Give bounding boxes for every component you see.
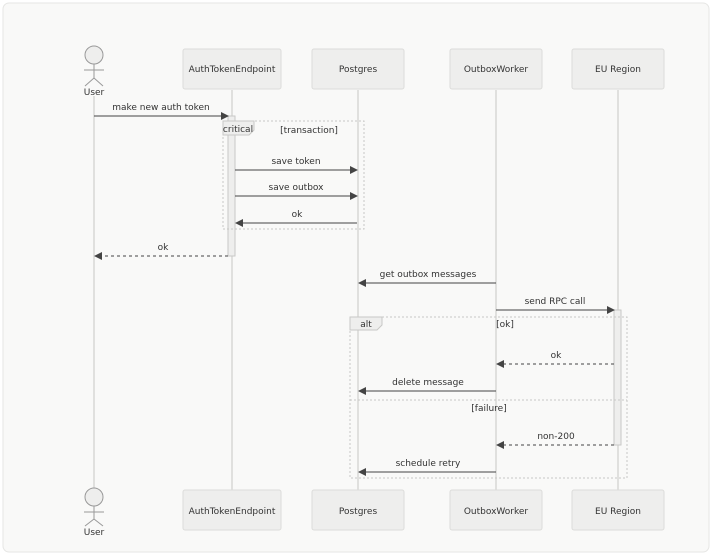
- message-1-label: make new auth token: [112, 103, 210, 113]
- message-6-label: get outbox messages: [380, 270, 477, 280]
- diagram-frame: [2, 2, 710, 553]
- message-7: send RPC call: [496, 297, 615, 314]
- message-4: ok: [235, 210, 357, 227]
- message-2-label: save token: [271, 157, 320, 167]
- participant-outbox-label: OutboxWorker: [464, 65, 529, 75]
- message-2: save token: [235, 157, 358, 174]
- participant-eu-bottom: EU Region: [571, 489, 665, 531]
- message-11: schedule retry: [358, 459, 496, 476]
- participant-outbox-label: OutboxWorker: [464, 507, 529, 517]
- participant-user-bottom: User: [84, 487, 105, 538]
- participant-auth-top: AuthTokenEndpoint: [182, 48, 282, 90]
- message-9: delete message: [358, 378, 496, 395]
- participant-postgres-bottom: Postgres: [311, 489, 405, 531]
- message-4-label: ok: [292, 210, 304, 220]
- message-10-label: non-200: [537, 432, 575, 442]
- message-10: non-200: [496, 432, 614, 449]
- participant-user-label: User: [84, 88, 105, 98]
- activation-eu: [613, 309, 622, 446]
- message-5: ok: [94, 243, 228, 260]
- message-8: ok: [496, 351, 614, 368]
- participant-outbox-top: OutboxWorker: [449, 48, 543, 90]
- message-8-label: ok: [551, 351, 563, 361]
- participant-postgres-label: Postgres: [339, 507, 378, 517]
- message-1: make new auth token: [94, 103, 229, 120]
- alt-else-condition: [failure]: [471, 404, 506, 414]
- alt-fragment: alt [ok] [failure]: [349, 316, 628, 479]
- critical-fragment: critical [transaction]: [222, 120, 365, 230]
- participant-auth-label: AuthTokenEndpoint: [189, 65, 276, 75]
- alt-condition: [ok]: [496, 320, 514, 330]
- participant-eu-label: EU Region: [595, 65, 641, 75]
- message-11-label: schedule retry: [396, 459, 461, 469]
- message-6: get outbox messages: [358, 270, 496, 287]
- participant-eu-label: EU Region: [595, 507, 641, 517]
- participant-postgres-label: Postgres: [339, 65, 378, 75]
- message-5-label: ok: [158, 243, 170, 253]
- message-3-label: save outbox: [269, 183, 325, 193]
- critical-keyword: critical: [223, 125, 253, 135]
- message-7-label: send RPC call: [525, 297, 586, 307]
- critical-condition: [transaction]: [280, 126, 338, 136]
- participant-user-label: User: [84, 528, 105, 538]
- participant-user-top: User: [84, 45, 105, 98]
- actor-icon: [84, 45, 104, 87]
- participant-postgres-top: Postgres: [311, 48, 405, 90]
- participant-outbox-bottom: OutboxWorker: [449, 489, 543, 531]
- message-3: save outbox: [235, 183, 358, 200]
- actor-icon: [84, 487, 104, 527]
- alt-keyword: alt: [360, 320, 372, 330]
- message-9-label: delete message: [392, 378, 464, 388]
- participant-auth-label: AuthTokenEndpoint: [189, 507, 276, 517]
- activation-auth: [227, 115, 236, 257]
- participant-auth-bottom: AuthTokenEndpoint: [182, 489, 282, 531]
- participant-eu-top: EU Region: [571, 48, 665, 90]
